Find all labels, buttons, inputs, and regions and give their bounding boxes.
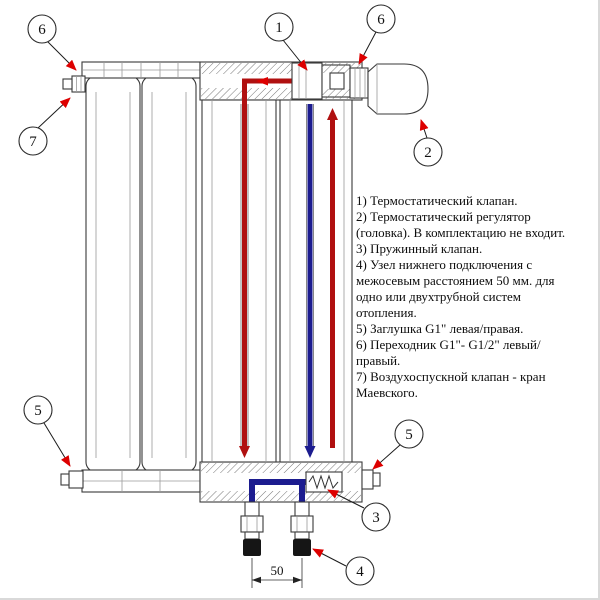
leader-arrow (282, 39, 308, 71)
spring-valve (305, 471, 343, 493)
air-vent-valve (62, 75, 86, 93)
leader-arrow (358, 31, 377, 65)
legend-item-6: 6) Переходник G1"- G1/2" левый/правый. (356, 337, 541, 368)
legend-item-5: 5) Заглушка G1" левая/правая. (356, 321, 524, 336)
plug-bottom-right (361, 469, 381, 490)
flow-arrow (327, 108, 338, 120)
dimension-value: 50 (271, 563, 284, 578)
hot-water-channel (239, 77, 338, 458)
legend-item-7: 7) Воздухоспускной клапан - кран Маевско… (356, 369, 546, 400)
leader-arrow (43, 422, 71, 467)
callout-3: 3 (361, 502, 391, 532)
flow-arrow (239, 446, 250, 458)
front-section (141, 75, 197, 473)
thermostatic-valve (291, 62, 351, 100)
legend-item-1: 1) Термостатический клапан. (356, 193, 518, 208)
leader-arrow (312, 548, 347, 567)
bottom-collector-front (81, 469, 201, 493)
legend-item-2: 2) Термостатический регулятор (головка).… (356, 209, 566, 240)
callout-label: 5 (405, 427, 413, 443)
callout-label: 6 (38, 22, 46, 38)
legend-item-3: 3) Пружинный клапан. (356, 241, 483, 256)
callout-label: 4 (356, 564, 364, 580)
flow-arrow (256, 77, 268, 86)
cold-water-channel (249, 104, 316, 502)
adapter-fitting (349, 67, 369, 99)
top-collector-front (81, 61, 201, 79)
cutaway-section (279, 99, 353, 463)
cutaway-section (201, 99, 277, 463)
front-section-shading (95, 92, 187, 458)
legend-item-4: 4) Узел нижнего подключения с межосевым … (356, 257, 555, 320)
leader-arrow (372, 444, 401, 470)
callout-4: 4 (345, 556, 375, 586)
callout-label: 5 (34, 403, 42, 419)
thermostatic-head (367, 63, 429, 115)
callout-label: 3 (372, 510, 380, 526)
plug-bottom-left (60, 470, 84, 489)
callout-label: 2 (424, 145, 432, 161)
callout-arrows (37, 31, 429, 567)
callout-6-top-right: 6 (366, 4, 396, 34)
callout-label: 1 (275, 20, 283, 36)
flow-arrow (304, 446, 316, 458)
leader-arrow (47, 41, 77, 71)
bottom-connection-unit (240, 501, 314, 556)
radiator-cutaway-sections (201, 99, 353, 463)
leader-arrow (419, 119, 429, 139)
dimension-50: 50 (251, 558, 303, 588)
callout-2: 2 (413, 137, 443, 167)
callout-label: 7 (29, 134, 37, 150)
radiator-front-sections (85, 75, 197, 473)
callout-5-right: 5 (394, 419, 424, 449)
callout-1: 1 (264, 12, 294, 42)
leader-arrow (37, 97, 71, 129)
callout-7: 7 (18, 126, 48, 156)
legend: 1) Термостатический клапан. 2) Термостат… (356, 193, 580, 401)
front-section (85, 75, 141, 473)
callout-label: 6 (377, 12, 385, 28)
callout-6-top-left: 6 (27, 14, 57, 44)
channel-walls (240, 104, 314, 446)
callout-5-left: 5 (23, 395, 53, 425)
leader-arrow (327, 489, 365, 509)
